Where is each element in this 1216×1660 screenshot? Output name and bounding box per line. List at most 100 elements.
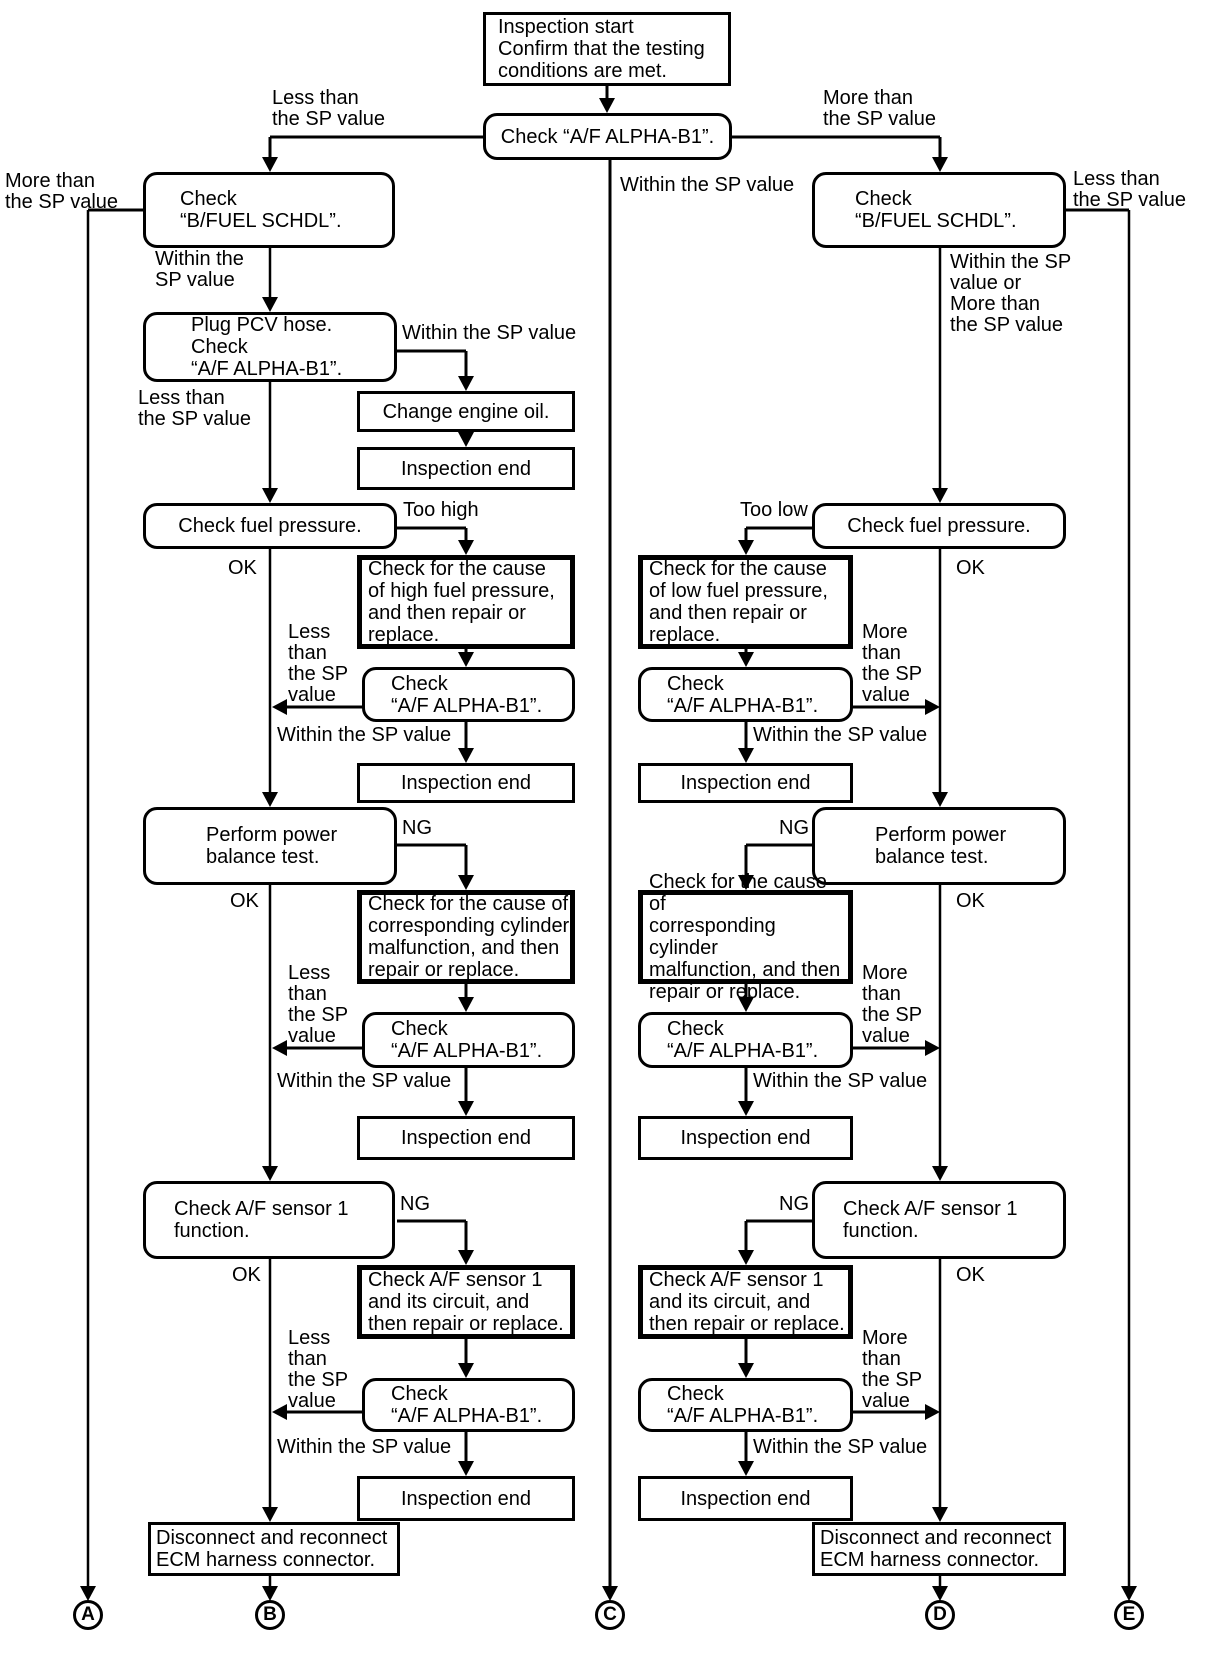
edge-label-within-pbt-left: Within the SP value [277,1070,452,1092]
node-cause-cylinder-right: Check for the cause of corresponding cyl… [638,871,853,1003]
node-inspection-end-3: Inspection end [638,763,853,803]
node-cause-cylinder-left: Check for the cause of corresponding cyl… [357,890,575,984]
connector-circle-a: A [73,1600,103,1630]
edge-label-less-than-top: Less than the SP value [272,87,386,130]
node-check-af-alpha-pbt-right: Check “A/F ALPHA-B1”. [638,1012,853,1068]
edge-label-less-than-pcv: Less than the SP value [138,387,252,430]
node-check-af-alpha-fuel-right: Check “A/F ALPHA-B1”. [638,667,853,722]
node-sensor-circuit-right: Check A/F sensor 1 and its circuit, and … [638,1265,853,1339]
node-text: Check “A/F ALPHA-B1”. [667,1383,819,1427]
node-check-af-sensor-left: Check A/F sensor 1 function. [143,1181,395,1259]
edge-label-more-4-fuel: More than the SP value [862,621,923,706]
edge-label-within-pbt-right: Within the SP value [753,1070,928,1092]
node-text: Check “A/F ALPHA-B1”. [391,1018,543,1062]
edge-label-more-than-top: More than the SP value [823,87,937,130]
node-text: Check “B/FUEL SCHDL”. [180,188,342,232]
node-text: Check A/F sensor 1 function. [843,1198,1018,1242]
node-text: Disconnect and reconnect ECM harness con… [156,1527,388,1571]
node-text: Check for the cause of corresponding cyl… [368,893,570,981]
node-text: Check “A/F ALPHA-B1”. [667,672,819,717]
edge-label-too-low: Too low [740,499,808,521]
node-text: Check A/F sensor 1 function. [174,1198,349,1242]
node-check-fuel-pressure-right: Check fuel pressure. [812,503,1066,549]
edge-label-less-than-right: Less than the SP value [1073,168,1187,211]
node-inspection-end-4: Inspection end [357,1116,575,1160]
connector-circle-e: E [1114,1600,1144,1630]
connector-circle-c: C [595,1600,625,1630]
node-inspection-start: Inspection start Confirm that the testin… [483,12,731,86]
edge-label-less-4-fuel: Less than the SP value [288,621,349,706]
edge-label-too-high: Too high [403,499,479,521]
edge-label-within-center: Within the SP value [620,174,795,196]
edge-label-within-or-more: Within the SP value or More than the SP … [950,251,1072,336]
edge-label-ok-pbt-left: OK [230,890,259,912]
node-cause-low-fuel: Check for the cause of low fuel pressure… [638,555,853,649]
edge-label-within-pcv: Within the SP value [402,322,577,344]
node-text: Inspection end [680,1487,811,1510]
edge-label-within-fuel-left: Within the SP value [277,724,452,746]
edge-label-ok-pbt-right: OK [956,890,985,912]
node-inspection-end-2: Inspection end [357,763,575,803]
edge-label-ng-pbt-left: NG [402,817,432,839]
edge-label-ok-sensor-right: OK [956,1264,985,1286]
node-inspection-end-7: Inspection end [638,1476,853,1521]
edge-label-within-fuel-right: Within the SP value [753,724,928,746]
node-text: Inspection end [680,772,811,794]
node-text: Inspection end [400,1127,532,1149]
node-text: Check for the cause of corresponding cyl… [649,871,841,1003]
node-plug-pcv: Plug PCV hose. Check “A/F ALPHA-B1”. [143,312,397,382]
node-text: Inspection end [400,1487,532,1510]
node-inspection-end-5: Inspection end [638,1116,853,1160]
node-text: Change engine oil. [382,400,550,423]
node-text: Check “B/FUEL SCHDL”. [855,188,1017,232]
node-check-af-alpha-top: Check “A/F ALPHA-B1”. [483,113,732,160]
node-text: Inspection start Confirm that the testin… [498,16,705,82]
node-text: Perform power balance test. [875,824,1007,868]
node-check-af-alpha-pbt-left: Check “A/F ALPHA-B1”. [362,1012,575,1068]
connector-circle-b: B [255,1600,285,1630]
node-text: Check “A/F ALPHA-B1”. [391,1383,543,1427]
node-inspection-end-6: Inspection end [357,1476,575,1521]
node-text: Inspection end [680,1127,811,1149]
edge-label-ok-fuel-right: OK [956,557,985,579]
node-cause-high-fuel: Check for the cause of high fuel pressur… [357,555,575,649]
node-ecm-harness-left: Disconnect and reconnect ECM harness con… [148,1522,400,1576]
node-check-af-sensor-right: Check A/F sensor 1 function. [812,1181,1066,1259]
node-text: Check A/F sensor 1 and its circuit, and … [649,1269,845,1335]
edge-label-within-sensor-left: Within the SP value [277,1436,452,1458]
edge-label-ok-fuel-left: OK [228,557,257,579]
edge-label-more-4-sensor: More than the SP value [862,1327,923,1412]
node-text: Disconnect and reconnect ECM harness con… [820,1527,1052,1571]
connector-circle-d: D [925,1600,955,1630]
edge-label-within-left: Within the SP value [155,248,244,291]
node-text: Check fuel pressure. [178,515,362,537]
node-text: Perform power balance test. [206,824,338,868]
node-check-bfuel-right: Check “B/FUEL SCHDL”. [812,172,1066,248]
edge-label-more-4-pbt: More than the SP value [862,962,923,1047]
node-power-balance-left: Perform power balance test. [143,807,397,885]
node-sensor-circuit-left: Check A/F sensor 1 and its circuit, and … [357,1265,575,1339]
node-text: Check “A/F ALPHA-B1”. [667,1018,819,1062]
node-text: Plug PCV hose. Check “A/F ALPHA-B1”. [191,314,343,380]
edge-label-more-than-left: More than the SP value [5,170,119,213]
node-check-af-alpha-fuel-left: Check “A/F ALPHA-B1”. [362,667,575,722]
node-change-engine-oil: Change engine oil. [357,391,575,432]
node-text: Inspection end [400,457,532,480]
edge-label-less-4-pbt: Less than the SP value [288,962,349,1047]
node-check-fuel-pressure-left: Check fuel pressure. [143,503,397,549]
node-text: Check “A/F ALPHA-B1”. [500,125,715,148]
edge-label-within-sensor-right: Within the SP value [753,1436,928,1458]
node-check-af-alpha-sensor-left: Check “A/F ALPHA-B1”. [362,1378,575,1432]
edge-label-ok-sensor-left: OK [232,1264,261,1286]
node-inspection-end-1: Inspection end [357,447,575,490]
node-text: Check for the cause of low fuel pressure… [649,558,828,646]
node-power-balance-right: Perform power balance test. [812,807,1066,885]
edge-label-ng-sensor-right: NG [779,1193,809,1215]
node-check-bfuel-left: Check “B/FUEL SCHDL”. [143,172,395,248]
node-text: Check “A/F ALPHA-B1”. [391,672,543,717]
node-text: Inspection end [400,772,532,794]
node-check-af-alpha-sensor-right: Check “A/F ALPHA-B1”. [638,1378,853,1432]
edge-label-ng-sensor-left: NG [400,1193,430,1215]
